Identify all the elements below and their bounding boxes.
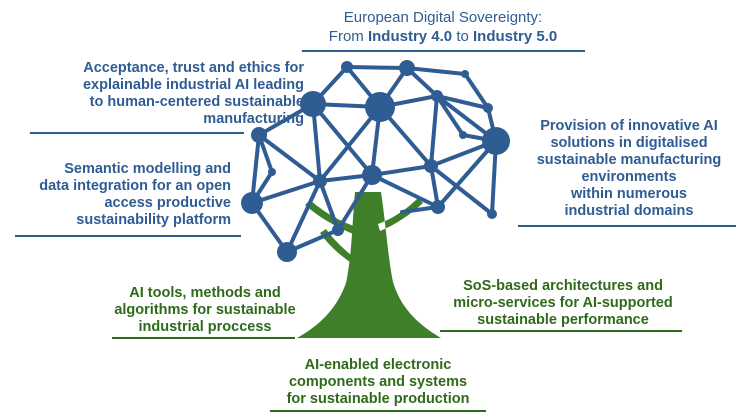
underline-ai-enabled [270,410,486,412]
title-underline [302,50,585,52]
tree-trunk [297,192,441,338]
label-ai-enabled-components: AI-enabled electronic components and sys… [286,357,470,407]
title-prefix: From [328,28,368,45]
label-sos-architectures: SoS-based architectures and micro-servic… [453,278,673,328]
title-mid: to [452,28,474,45]
label-ai-tools: AI tools, methods and algorithms for sus… [114,285,296,335]
underline-provision [518,225,736,227]
network-nodes [241,60,510,262]
underline-ai-tools [112,337,295,339]
title-line-1: European Digital Sovereignty: [343,9,543,26]
title-industry-50: Industry 5.0 [473,28,558,45]
underline-semantic [15,235,241,237]
diagram-title: European Digital Sovereignty: From Indus… [283,8,603,46]
underline-acceptance [30,132,244,134]
underline-sos [440,330,682,332]
label-acceptance-trust-ethics: Acceptance, trust and ethics for explain… [82,60,304,127]
label-provision-ai-solutions: Provision of innovative AI solutions in … [536,118,722,219]
title-line-2: From Industry 4.0 to Industry 5.0 [283,27,603,46]
title-industry-40: Industry 4.0 [367,28,453,45]
label-semantic-modelling: Semantic modelling and data integration … [39,161,231,228]
